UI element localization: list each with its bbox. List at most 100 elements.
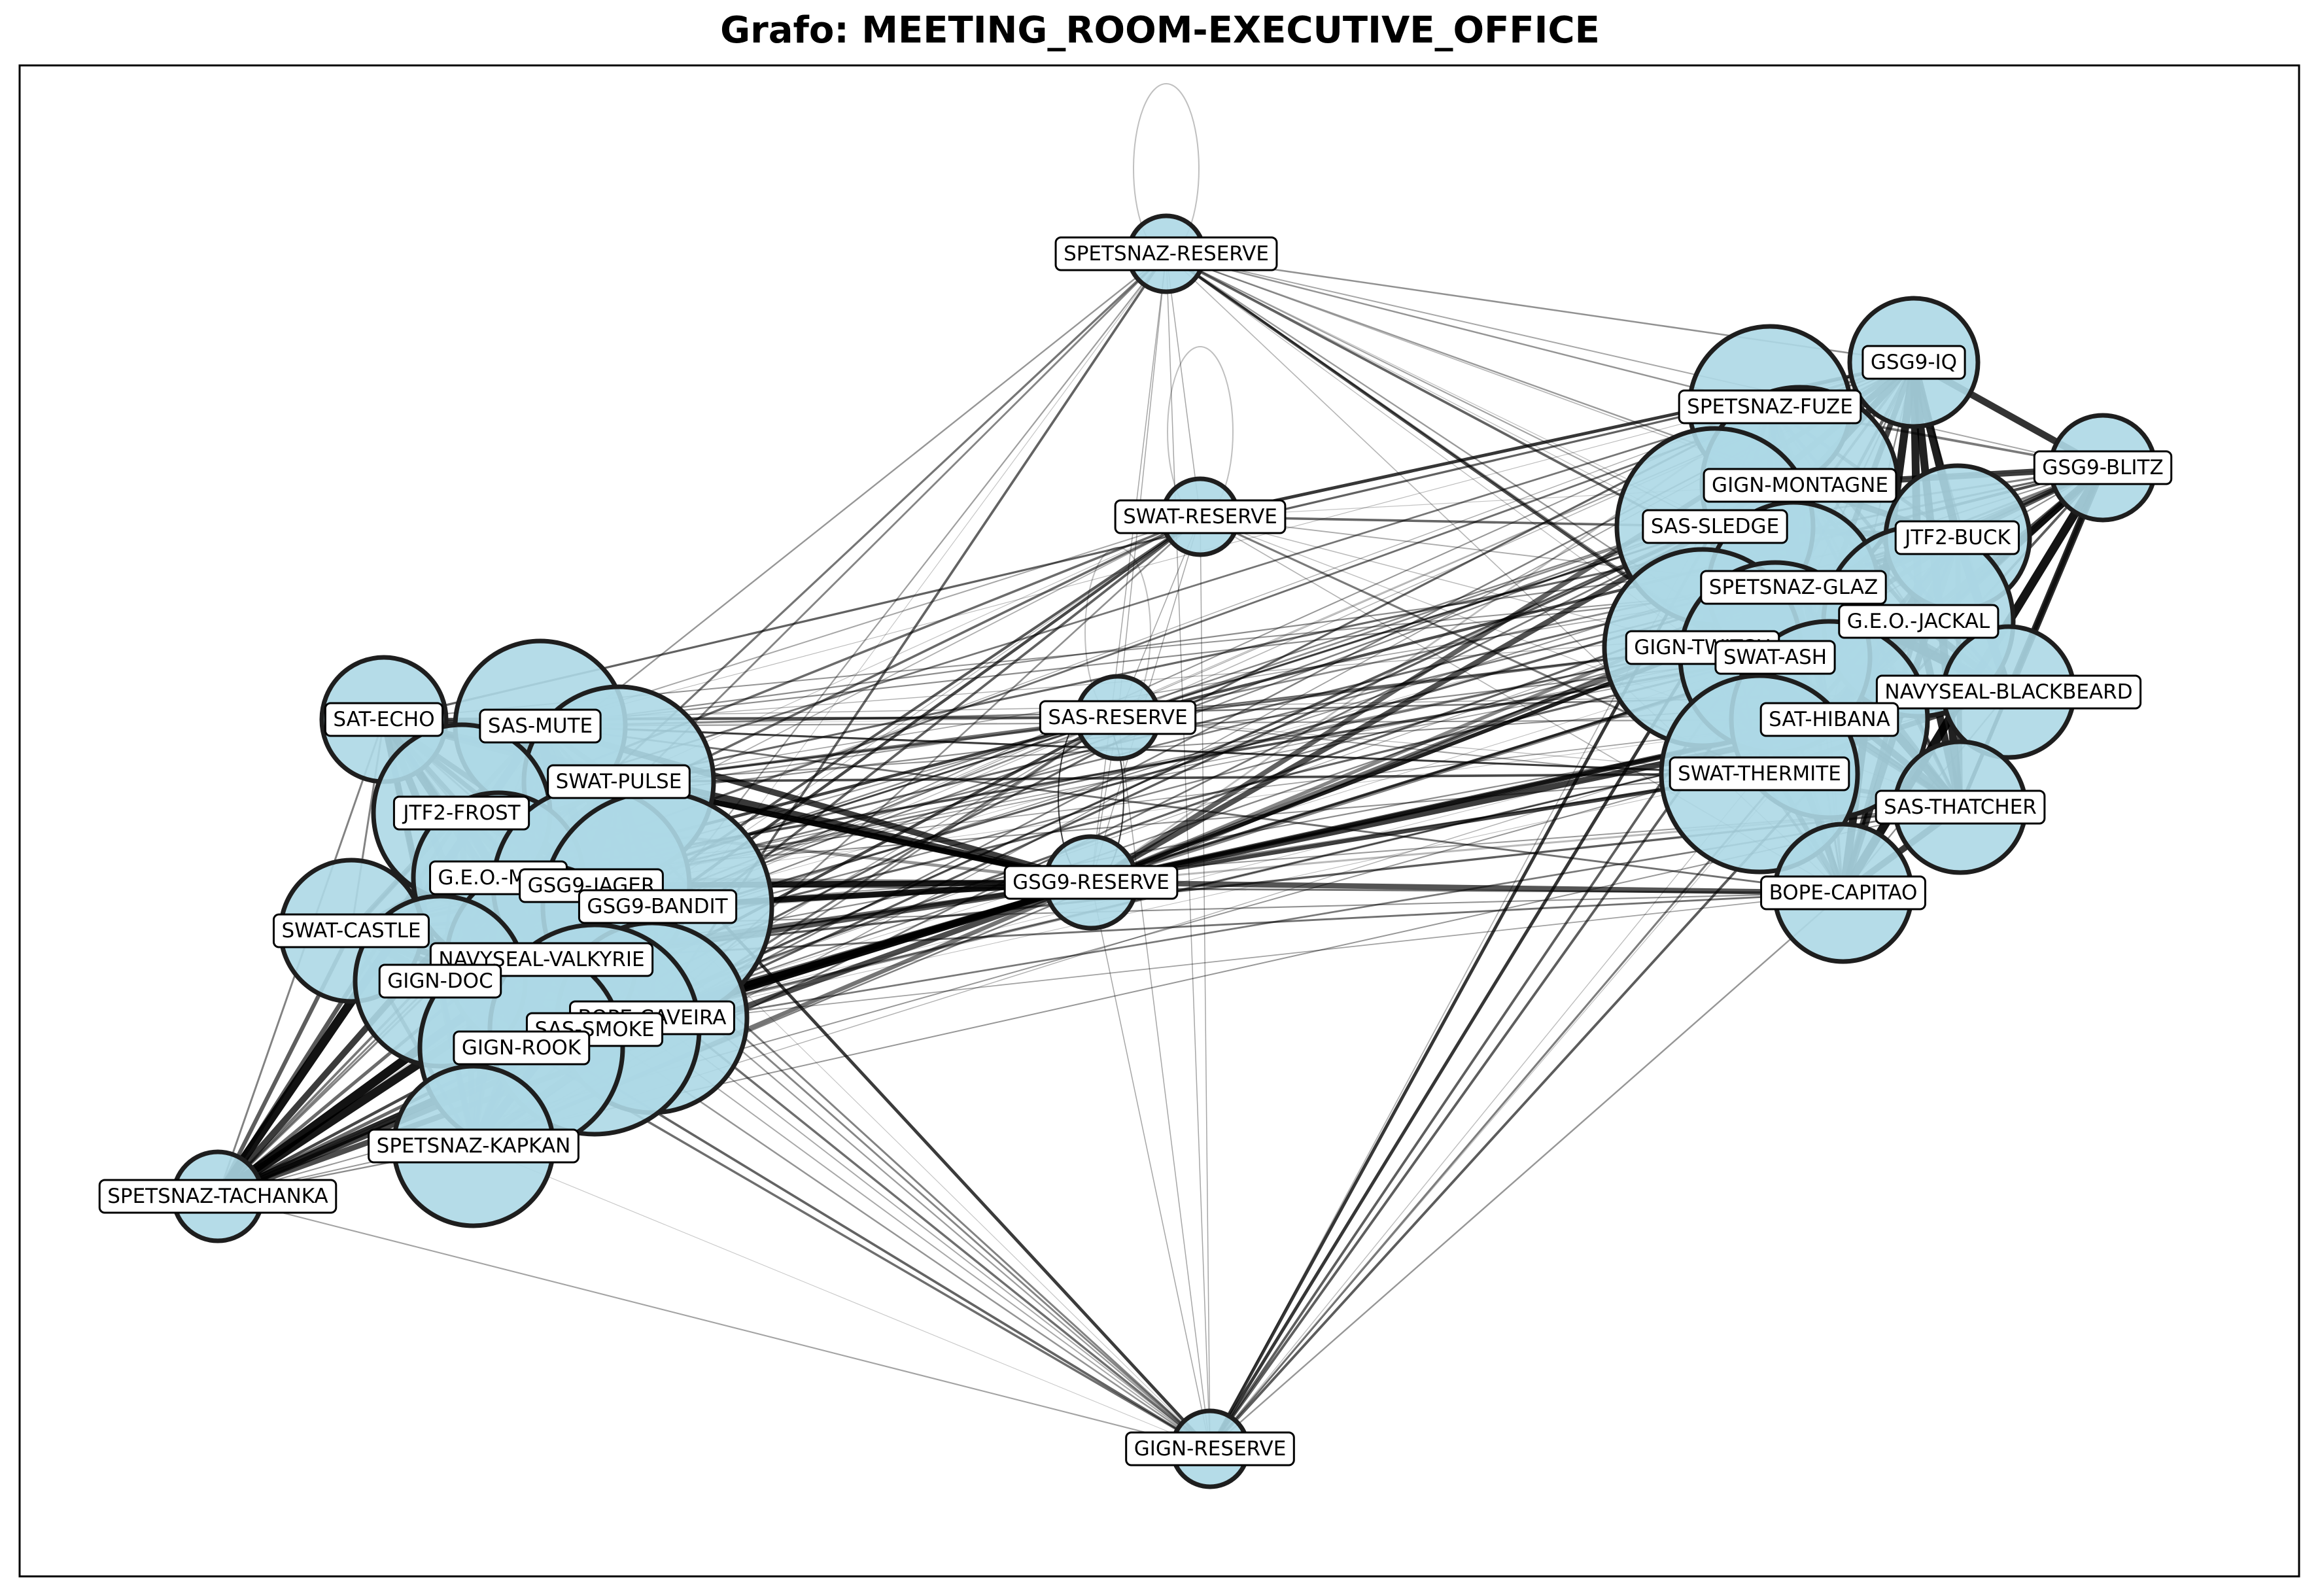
node-label-box [1669,756,1850,791]
node-label: SPETSNAZ-KAPKAN [368,1128,580,1164]
node-label-box [2033,450,2173,485]
node-label: GIGN-DOC [378,963,502,999]
node-label: SWAT-PULSE [547,764,691,799]
node-label: SAS-MUTE [479,708,602,744]
graph-edge [1117,253,1167,718]
node-label: SPETSNAZ-RESERVE [1054,236,1278,271]
node-label: NAVYSEAL-BLACKBEARD [1875,674,2142,710]
node-label-box [547,764,691,799]
graph-edge [651,484,1801,1019]
graph-edge [1209,773,1760,1449]
node-label-box [1125,1431,1295,1466]
node-label-box [1714,640,1836,675]
node-label-text: GIGN-RESERVE [1134,1437,1287,1461]
node-label-box [479,708,602,744]
plot-frame [18,64,2300,1578]
node-label-box [1678,389,1862,425]
node-label: GSG9-RESERVE [1003,865,1179,900]
node-label: GIGN-ROOK [453,1030,591,1066]
node-label: GSG9-BLITZ [2033,450,2173,485]
node-label-text: GSG9-IQ [1871,351,1957,374]
graph-edge [540,586,1794,727]
node-label-box [1760,875,1926,911]
graph-edge [1089,524,1717,885]
node-label: G.E.O.-JACKAL [1838,604,2000,639]
node-label-box [1703,468,1897,503]
node-label: GSG9-BANDIT [578,889,738,924]
node-label-text: GSG9-RESERVE [1013,871,1169,894]
node-label: SPETSNAZ-FUZE [1678,389,1862,425]
node-label-text: SWAT-PULSE [556,770,682,793]
graph-edge [1209,892,1844,1449]
graph-edge [540,725,1760,775]
node-label-box [1894,520,2020,555]
graph-edge [1117,717,1211,1449]
graph-edge [657,906,1211,1449]
node-label-text: SWAT-ASH [1723,646,1827,669]
node-label-text: SAT-HIBANA [1769,708,1890,731]
node-label: JTF2-FROST [392,795,530,831]
node-label: SAT-HIBANA [1759,702,1899,737]
node-label-text: NAVYSEAL-BLACKBEARD [1884,680,2132,704]
node-label-text: GSG9-BANDIT [587,895,728,918]
node-label: SWAT-THERMITE [1669,756,1850,791]
graph-edge [657,253,1167,907]
node-label-text: SPETSNAZ-KAPKAN [377,1134,571,1158]
node-label-text: JTF2-FROST [402,801,521,825]
node-label: SPETSNAZ-TACHANKA [98,1179,338,1214]
node-label-text: JTF2-BUCK [1903,526,2011,549]
node-label: GIGN-RESERVE [1125,1431,1295,1466]
node-label: SPETSNAZ-GLAZ [1700,570,1887,605]
graph-edge [651,1017,1211,1449]
node-label-text: SPETSNAZ-TACHANKA [107,1185,328,1208]
graph-edge [1090,772,1760,884]
labels-layer: SPETSNAZ-RESERVE SWAT-RESERVE SAS-RESERVE G… [98,236,2173,1466]
node-label-box [1759,702,1899,737]
node-label-text: SWAT-THERMITE [1678,762,1841,786]
node-label-box [324,702,444,737]
node-label-box [1838,604,2000,639]
graph-edge [1166,253,1211,1449]
graph-edge [618,516,1201,782]
node-label: SAS-RESERVE [1039,700,1197,735]
node-label-box [453,1030,591,1066]
node-label-box [392,795,530,831]
node-label-box [578,889,738,924]
node-label-box [1861,345,1966,380]
graph-edge [1090,253,1167,883]
graph-edge [591,719,1830,886]
graph-edge [1200,516,1211,1449]
graph-edge [1166,253,1201,517]
graph-edge [1117,525,1716,719]
node-label-text: SPETSNAZ-RESERVE [1064,242,1269,266]
node-label: JTF2-BUCK [1894,520,2020,555]
node-label-box [1003,865,1179,900]
node-label-text: SAS-MUTE [488,714,593,738]
node-label-text: SWAT-CASTLE [281,919,421,943]
node-label-text: GSG9-BLITZ [2042,456,2163,479]
node-label-text: SPETSNAZ-FUZE [1687,395,1853,419]
node-label-text: GIGN-MONTAGNE [1712,474,1888,497]
graph-edge [1166,253,2104,468]
node-label-box [1642,509,1788,544]
node-label-text: SAT-ECHO [333,708,434,731]
node-label-box [1875,789,2046,825]
node-label-text: SAS-THATCHER [1884,795,2037,819]
node-label-text: SWAT-RESERVE [1123,505,1277,529]
node-label: SWAT-RESERVE [1114,499,1287,534]
node-label-box [1054,236,1278,271]
node-label: SAS-THATCHER [1875,789,2046,825]
node-label: SWAT-ASH [1714,640,1836,675]
node-label: SWAT-CASTLE [272,913,430,948]
node-label-text: GIGN-ROOK [462,1036,581,1060]
node-label-box [98,1179,338,1214]
node-label-text: G.E.O.-JACKAL [1847,610,1990,633]
node-label-box [1875,674,2142,710]
node-label-text: GIGN-DOC [387,969,493,993]
graph-edge [1090,882,1211,1449]
node-label-box [272,913,430,948]
node-label: GSG9-IQ [1861,345,1966,380]
graph-edge [618,587,1794,782]
graph-edge [1090,646,1704,884]
